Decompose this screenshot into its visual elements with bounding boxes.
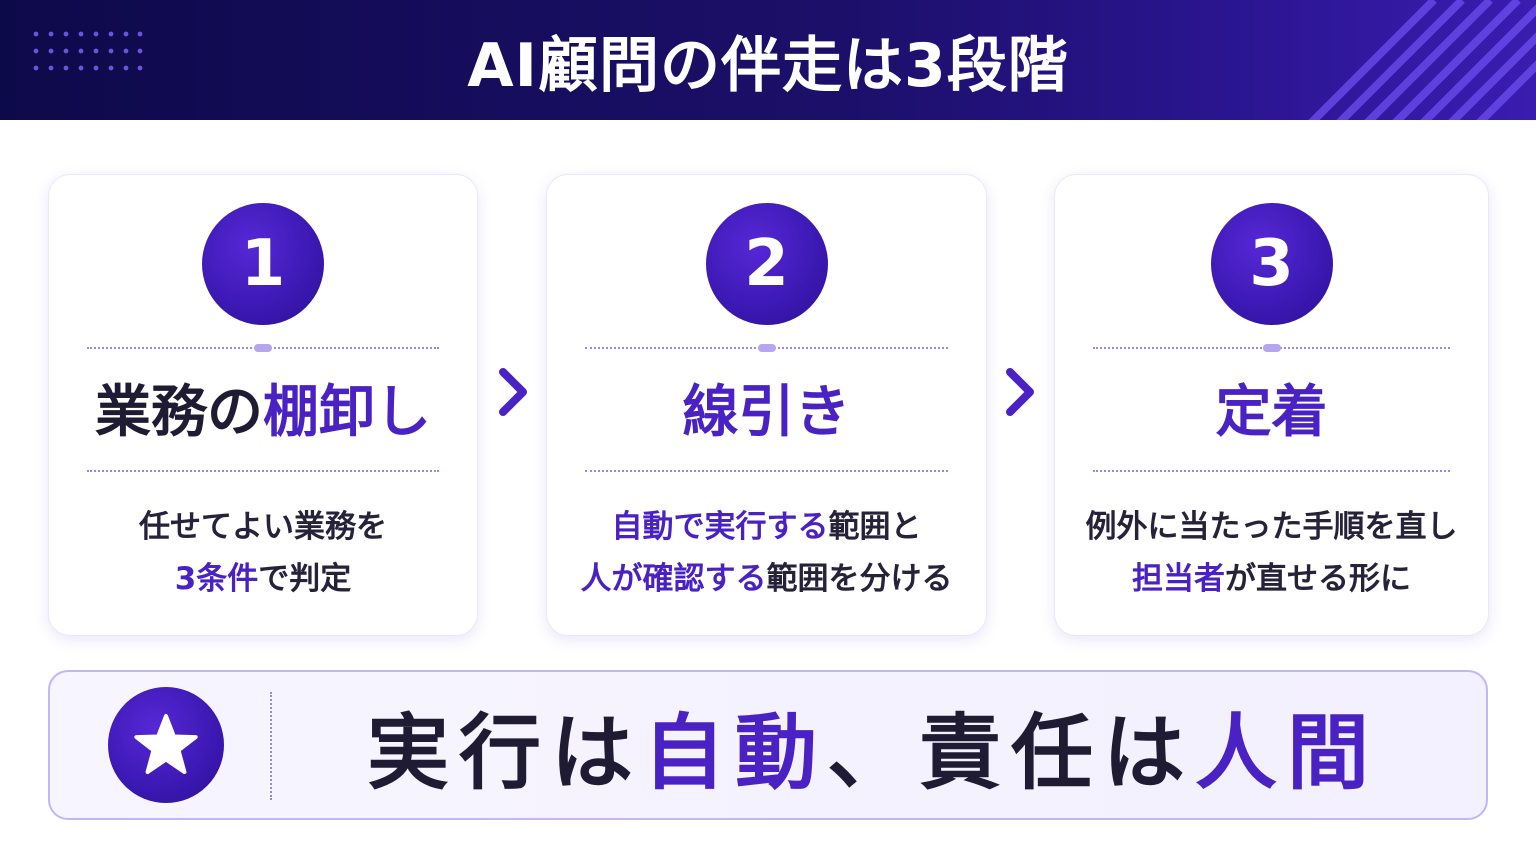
summary-banner: 実行は自動、責任は人間 (48, 670, 1488, 820)
desc-line-1: 例外に当たった手順を直し (1085, 509, 1458, 545)
step-number-badge: 1 (202, 203, 324, 325)
chevron-right-icon (1006, 368, 1034, 416)
slogan-text: 実行は自動、責任は人間 (366, 705, 1380, 801)
step-number-badge: 3 (1210, 203, 1333, 325)
dotted-divider (585, 344, 948, 352)
dotted-divider (1093, 467, 1450, 475)
step-card-1: 1 業務の棚卸し 任せてよい業務を 3条件で判定 (48, 174, 478, 636)
step-card-2: 2 線引き 自動で実行する範囲と 人が確認する範囲を分ける (546, 174, 987, 636)
star-badge (108, 687, 224, 803)
desc-line-2: 担当者が直せる形に (1132, 561, 1411, 597)
chevron-right-icon (499, 368, 527, 416)
step-description: 自動で実行する範囲と 人が確認する範囲を分ける (547, 501, 986, 605)
dot-grid-decoration (32, 30, 144, 74)
dotted-divider (1093, 344, 1450, 352)
dotted-divider (87, 467, 439, 475)
desc-line-2: 人が確認する範囲を分ける (580, 561, 953, 597)
star-icon (134, 713, 198, 775)
step-title: 業務の棚卸し (95, 380, 431, 445)
page-title: AI顧問の伴走は3段階 (467, 30, 1069, 101)
dotted-divider (585, 467, 948, 475)
desc-line-1: 任せてよい業務を (139, 509, 387, 545)
dotted-vertical-divider (270, 692, 272, 800)
step-title: 線引き (682, 380, 851, 445)
step-description: 任せてよい業務を 3条件で判定 (49, 501, 477, 605)
header-bar: AI顧問の伴走は3段階 (0, 0, 1536, 120)
dotted-divider (87, 344, 439, 352)
step-description: 例外に当たった手順を直し 担当者が直せる形に (1055, 501, 1488, 605)
stripe-decoration (1308, 0, 1536, 120)
step-card-3: 3 定着 例外に当たった手順を直し 担当者が直せる形に (1054, 174, 1489, 636)
step-number-badge: 2 (705, 203, 828, 325)
desc-line-2: 3条件で判定 (174, 561, 352, 597)
desc-line-1: 自動で実行する範囲と (611, 509, 922, 545)
step-title: 定着 (1215, 380, 1328, 445)
